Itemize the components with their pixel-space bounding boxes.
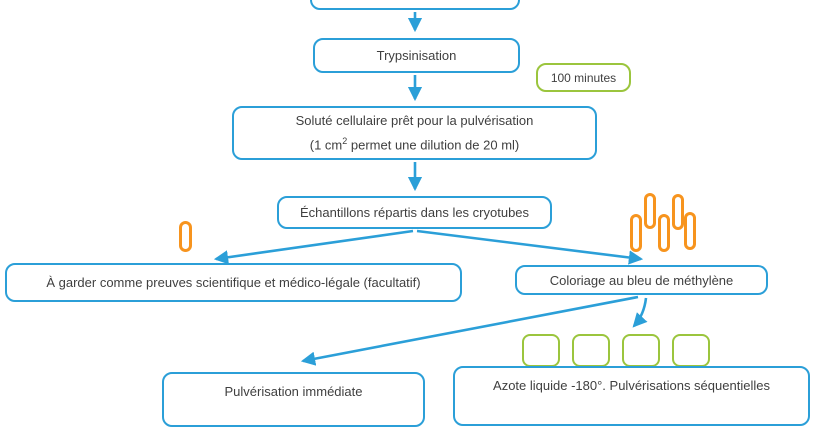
flow-node-echantillons: Échantillons répartis dans les cryotubes	[277, 196, 552, 229]
green-square-icon	[522, 334, 560, 367]
cryotube-icon	[684, 212, 696, 250]
cryotube-icon	[644, 193, 656, 229]
arrow-echantillons-to-coloriage	[416, 229, 644, 265]
green-square-icon	[672, 334, 710, 367]
flow-node-garder: À garder comme preuves scientifique et m…	[5, 263, 462, 302]
flowchart-canvas: { "diagram": { "type": "flowchart", "lan…	[5, 0, 810, 427]
green-square-icon	[572, 334, 610, 367]
cryotube-icon	[672, 194, 684, 230]
flow-node-top-partial	[310, 0, 520, 10]
cryotube-icon	[658, 214, 670, 252]
flow-node-coloriage: Coloriage au bleu de méthylène	[515, 265, 768, 295]
duration-note: 100 minutes	[536, 63, 631, 92]
flow-node-solute: Soluté cellulaire prêt pour la pulvérisa…	[232, 106, 597, 160]
flow-node-azote: Azote liquide -180°. Pulvérisations séqu…	[453, 366, 810, 426]
cryotube-icon	[630, 214, 642, 252]
flow-node-trypsinisation: Trypsinisation	[313, 38, 520, 73]
arrow-echantillons-to-garder	[213, 229, 414, 265]
solute-line1: Soluté cellulaire prêt pour la pulvérisa…	[295, 113, 534, 129]
arrow-coloriage-to-azote	[632, 297, 648, 328]
green-square-icon	[622, 334, 660, 367]
cryotube-icon	[179, 221, 192, 252]
solute-line2: (1 cm2 permet une dilution de 20 ml)	[309, 136, 520, 153]
flow-node-solute-text: Soluté cellulaire prêt pour la pulvérisa…	[296, 110, 534, 155]
